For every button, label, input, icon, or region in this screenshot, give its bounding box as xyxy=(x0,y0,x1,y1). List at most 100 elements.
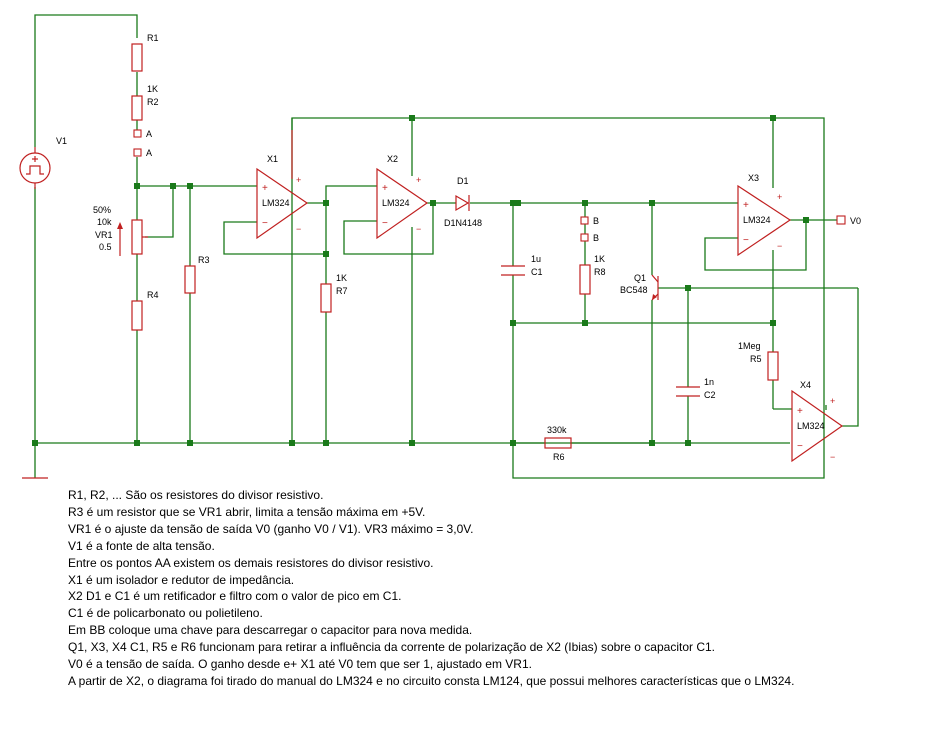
svg-text:+: + xyxy=(830,396,835,406)
r6-label: R6 xyxy=(553,452,565,462)
a-terminal-bottom xyxy=(133,148,142,157)
c1-label: C1 xyxy=(531,267,543,277)
r3-label: R3 xyxy=(198,255,210,265)
note-line: VR1 é o ajuste da tensão de saída V0 (ga… xyxy=(68,521,474,536)
note-line: Em BB coloque uma chave para descarregar… xyxy=(68,623,473,638)
x3-label: X3 xyxy=(748,173,759,183)
svg-text:−: − xyxy=(262,218,268,229)
b-label-bottom: B xyxy=(593,233,599,243)
wire-x2-feedback xyxy=(343,203,434,255)
svg-text:+: + xyxy=(743,200,749,211)
x1-label: X1 xyxy=(267,154,278,164)
svg-text:−: − xyxy=(296,224,301,234)
wires xyxy=(34,14,859,479)
b-terminal-bottom xyxy=(580,233,589,242)
svg-text:+: + xyxy=(777,192,782,202)
svg-text:+: + xyxy=(416,175,421,185)
note-line: R3 é um resistor que se VR1 abrir, limit… xyxy=(68,504,426,519)
x1-part: LM324 xyxy=(262,198,290,208)
junction-dots xyxy=(32,115,809,446)
r7-resistor xyxy=(320,283,332,313)
c2-label: C2 xyxy=(704,390,716,400)
q1-part: BC548 xyxy=(620,285,648,295)
circuit-schematic: V1 R1 1K R2 A A 50% 10k VR1 0.5 R3 R4 + … xyxy=(19,14,861,479)
r8-value: 1K xyxy=(594,254,605,264)
x1-opamp: + − + − xyxy=(256,130,309,240)
c1-value: 1u xyxy=(531,254,541,264)
vr1-setting: 0.5 xyxy=(99,242,112,252)
note-line: V1 é a fonte de alta tensão. xyxy=(68,538,215,553)
r3-resistor xyxy=(184,265,196,294)
svg-text:−: − xyxy=(382,218,388,229)
x4-part: LM324 xyxy=(797,421,825,431)
note-line: A partir de X2, o diagrama foi tirado do… xyxy=(68,673,795,688)
d1-diode xyxy=(455,194,470,212)
note-line: V0 é a tensão de saída. O ganho desde e+… xyxy=(68,657,532,672)
a-terminal-top xyxy=(133,129,142,138)
x2-opamp: + − + − xyxy=(376,167,429,240)
r7-value: 1K xyxy=(336,273,347,283)
svg-text:+: + xyxy=(382,183,388,194)
v0-terminal xyxy=(836,215,846,225)
x2-label: X2 xyxy=(387,154,398,164)
r4-resistor xyxy=(131,300,143,331)
svg-text:−: − xyxy=(777,241,782,251)
vr1-potentiometer xyxy=(117,219,148,256)
svg-text:+: + xyxy=(296,175,301,185)
svg-text:−: − xyxy=(416,224,421,234)
x3-part: LM324 xyxy=(743,215,771,225)
svg-text:−: − xyxy=(830,452,835,462)
svg-text:+: + xyxy=(262,183,268,194)
x2-part: LM324 xyxy=(382,198,410,208)
x3-opamp: + − + − xyxy=(737,184,792,257)
r1-resistor xyxy=(131,43,143,72)
r6-value: 330k xyxy=(547,425,567,435)
q1-label: Q1 xyxy=(634,273,646,283)
wire-supply-rail xyxy=(291,117,825,479)
vr1-value: 10k xyxy=(97,217,112,227)
svg-text:−: − xyxy=(797,441,803,452)
svg-text:+: + xyxy=(797,406,803,417)
x4-opamp: + − + − xyxy=(791,389,844,463)
r5-label: R5 xyxy=(750,354,762,364)
r8-label: R8 xyxy=(594,267,606,277)
wire-x1-feedback xyxy=(223,203,327,255)
v1-source xyxy=(19,147,51,189)
c1-capacitor xyxy=(501,265,525,276)
r6-resistor xyxy=(544,437,572,449)
wire-vr1-wiper xyxy=(145,186,174,238)
wire-v1-top xyxy=(34,14,138,147)
r2-value: 1K xyxy=(147,84,158,94)
note-line: Q1, X3, X4 C1, R5 e R6 funcionam para re… xyxy=(68,640,716,655)
note-line: X1 é um isolador e redutor de impedância… xyxy=(68,572,295,587)
r5-value: 1Meg xyxy=(738,341,761,351)
v0-label: V0 xyxy=(850,216,861,226)
b-label-top: B xyxy=(593,216,599,226)
a-label-top: A xyxy=(146,129,152,139)
r2-resistor xyxy=(131,95,143,121)
note-line: Entre os pontos AA existem os demais res… xyxy=(68,555,434,570)
c2-value: 1n xyxy=(704,377,714,387)
v1-label: V1 xyxy=(56,136,67,146)
note-line: X2 D1 e C1 é um retificador e filtro com… xyxy=(68,589,402,604)
notes-list: R1, R2, ... São os resistores do divisor… xyxy=(68,487,928,690)
x4-label: X4 xyxy=(800,380,811,390)
r1-label: R1 xyxy=(147,33,159,43)
b-terminal-top xyxy=(580,216,589,225)
vr1-percent: 50% xyxy=(93,205,111,215)
a-label-bottom: A xyxy=(146,148,152,158)
note-line: C1 é de policarbonato ou polietileno. xyxy=(68,606,263,621)
c2-capacitor xyxy=(676,386,700,397)
r8-resistor xyxy=(579,264,591,295)
r2-label: R2 xyxy=(147,97,159,107)
wire-x1-to-x2 xyxy=(325,185,377,203)
r4-label: R4 xyxy=(147,290,159,300)
svg-text:−: − xyxy=(743,235,749,246)
wire-x3-feedback xyxy=(704,220,807,271)
vr1-label: VR1 xyxy=(95,230,113,240)
d1-part: D1N4148 xyxy=(444,218,482,228)
q1-transistor xyxy=(651,274,659,301)
d1-label: D1 xyxy=(457,176,469,186)
r5-resistor xyxy=(767,351,779,381)
ground-symbol xyxy=(22,477,48,479)
